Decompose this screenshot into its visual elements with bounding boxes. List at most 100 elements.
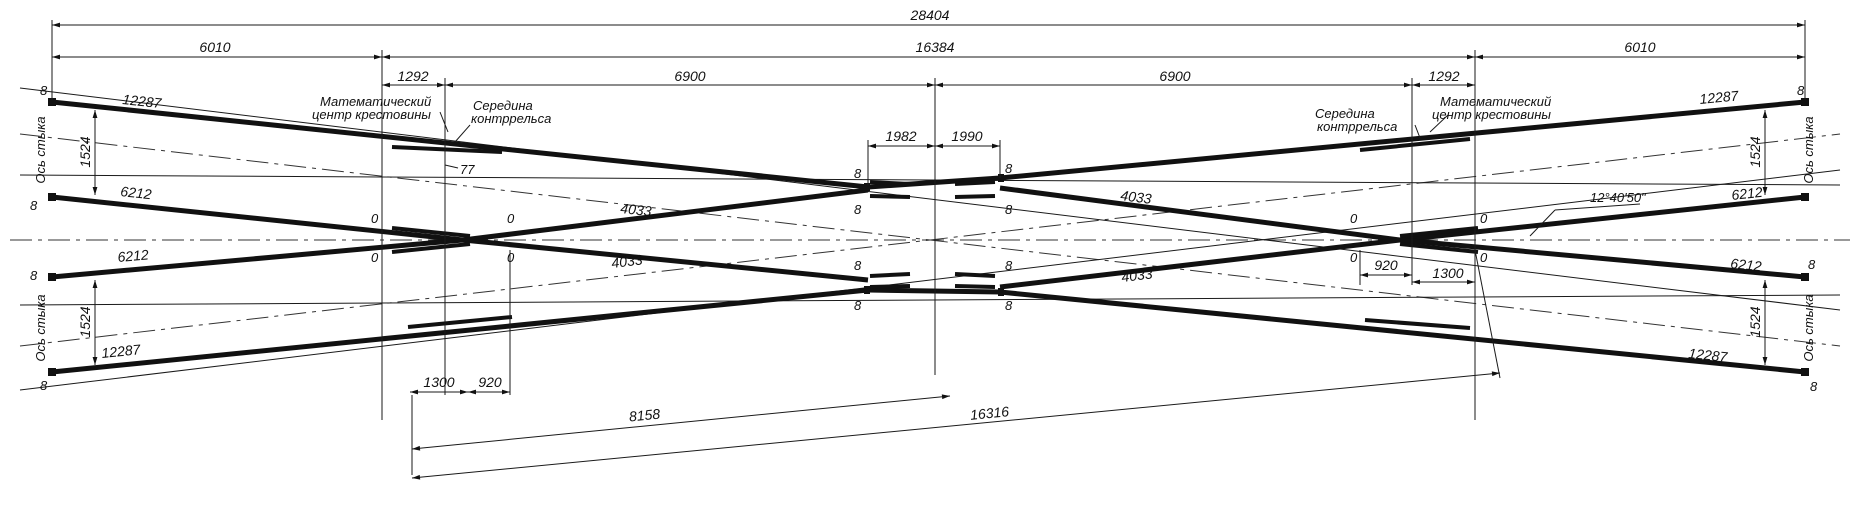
len-inner-upper-left: 4033 bbox=[620, 200, 653, 219]
joint-marker bbox=[1801, 98, 1809, 106]
guard-rail-top-right bbox=[1359, 137, 1471, 152]
guard-rail-top-left bbox=[391, 145, 503, 154]
rails bbox=[51, 99, 1806, 375]
ext-right-bottom bbox=[1474, 249, 1501, 379]
track-axis-d bbox=[19, 169, 1841, 391]
dim-gauge-tl: 1524 bbox=[77, 136, 93, 167]
rail-bottom-left-short bbox=[51, 237, 464, 280]
notes: Математический центр крестовины Середина… bbox=[33, 94, 1816, 362]
joint-marker bbox=[48, 98, 56, 106]
center-guard-ll2 bbox=[869, 284, 911, 289]
note-math-center-right: Математический центр крестовины bbox=[1432, 94, 1555, 122]
guard-frog-right-b bbox=[1399, 242, 1479, 254]
len-top-right-short: 6212 bbox=[1731, 184, 1764, 203]
mark-joint: 8 bbox=[30, 268, 38, 283]
rail-bottom-right-long bbox=[999, 289, 1806, 375]
guard-rail-bottom-right bbox=[1364, 318, 1471, 330]
rail-top-right-short bbox=[1399, 194, 1806, 243]
mark-zero: 0 bbox=[371, 211, 379, 226]
mark-joint: 8 bbox=[854, 298, 862, 313]
mark-zero: 0 bbox=[1480, 211, 1488, 226]
leader-guard-mid-left bbox=[454, 124, 471, 143]
mark-zero: 0 bbox=[507, 211, 515, 226]
mark-zero: 0 bbox=[1480, 250, 1488, 265]
dim-end-right: 6010 bbox=[1624, 39, 1655, 55]
mark-joint: 8 bbox=[854, 166, 862, 181]
angle-leader-shelf bbox=[1554, 203, 1641, 211]
center-guard-ul2 bbox=[869, 194, 911, 199]
note-math-center-right-line1: Математический bbox=[1440, 94, 1551, 109]
dim-frog-a-right: 1300 bbox=[1432, 265, 1463, 281]
note-joint-axis-br: Ось стыка bbox=[1801, 294, 1816, 361]
rail-bottom-left-long bbox=[51, 287, 869, 375]
dim-inner-right: 1990 bbox=[951, 128, 982, 144]
track-axis-a bbox=[19, 87, 1841, 311]
dim-gauge-tr: 1524 bbox=[1747, 136, 1763, 167]
mark-joint: 8 bbox=[1810, 379, 1818, 394]
dim-inner-left: 1982 bbox=[885, 128, 916, 144]
center-guard-ul bbox=[869, 180, 911, 186]
note-angle: 12°40'50" bbox=[1590, 190, 1647, 205]
note-math-center-left-line1: Математический bbox=[320, 94, 431, 109]
mark-joint: 8 bbox=[1005, 161, 1013, 176]
rail-length-labels: 12287 12287 6212 6212 6212 6212 12287 12… bbox=[101, 87, 1764, 365]
center-guard-ur bbox=[954, 180, 996, 186]
rail-top-left-short bbox=[51, 194, 464, 243]
mark-joint: 8 bbox=[854, 258, 862, 273]
joint-marker bbox=[998, 288, 1004, 296]
mark-joint: 8 bbox=[30, 198, 38, 213]
dimension-labels: 28404 6010 16384 6010 1292 6900 6900 129… bbox=[77, 7, 1763, 425]
rail-right-inner-lower bbox=[999, 237, 1401, 290]
dim-end-left: 6010 bbox=[199, 39, 230, 55]
rail-top-left-long bbox=[51, 99, 869, 190]
dim-line-diag-full bbox=[411, 371, 1501, 480]
center-guard-lr bbox=[954, 272, 996, 278]
center-upper-rail bbox=[867, 175, 1001, 190]
len-bottom-right-short: 6212 bbox=[1730, 255, 1763, 274]
len-inner-lower-right: 4033 bbox=[1120, 265, 1153, 285]
guard-frog-left-b bbox=[391, 242, 471, 254]
guard-rails bbox=[391, 137, 1479, 330]
len-bottom-left-short: 6212 bbox=[117, 246, 150, 265]
len-inner-upper-right: 4033 bbox=[1120, 187, 1153, 207]
len-inner-lower-left: 4033 bbox=[610, 251, 643, 271]
track-axis-c bbox=[19, 294, 1841, 306]
dim-offset-left: 1292 bbox=[397, 68, 428, 84]
extension-lines bbox=[51, 20, 1806, 475]
joint-marker bbox=[864, 286, 870, 294]
dim-frog-b-right: 920 bbox=[1374, 257, 1398, 273]
guard-frog-left-a bbox=[391, 226, 471, 238]
rail-joints bbox=[48, 98, 1809, 376]
len-bottom-right-long: 12287 bbox=[1688, 345, 1730, 365]
track-axis-b bbox=[19, 174, 1841, 186]
note-joint-axis-bl: Ось стыка bbox=[33, 294, 48, 361]
joint-marker bbox=[48, 368, 56, 376]
joint-marker bbox=[48, 273, 56, 281]
rail-right-inner-upper bbox=[999, 185, 1401, 243]
rail-left-inner-upper bbox=[462, 187, 869, 243]
joint-marker bbox=[998, 174, 1004, 182]
note-leaders bbox=[439, 111, 1449, 143]
mark-joint: 8 bbox=[1005, 258, 1013, 273]
len-top-right-long: 12287 bbox=[1699, 87, 1740, 107]
note-guard-mid-left-line2: контррельса bbox=[471, 111, 551, 126]
mark-zero: 0 bbox=[1350, 211, 1358, 226]
note-math-center-left: Математический центр крестовины bbox=[312, 94, 435, 122]
dim-diag-half: 8158 bbox=[628, 406, 661, 425]
dim-center: 16384 bbox=[916, 39, 955, 55]
joint-marker bbox=[1801, 273, 1809, 281]
dim-small-offset: 77 bbox=[460, 162, 475, 177]
note-guard-mid-right-line1: Середина bbox=[1315, 106, 1375, 121]
center-guard-ur2 bbox=[954, 194, 996, 199]
note-joint-axis-tr: Ось стыка bbox=[1801, 116, 1816, 183]
dim-diag-full: 16316 bbox=[969, 403, 1009, 423]
joint-marker bbox=[1801, 193, 1809, 201]
dim-frog-a-left: 1300 bbox=[423, 374, 454, 390]
mark-joint: 8 bbox=[40, 83, 48, 98]
dim-overall: 28404 bbox=[910, 7, 950, 23]
axis-lines bbox=[10, 87, 1850, 391]
leader-math-center-right bbox=[1429, 114, 1449, 133]
center-guard-lr2 bbox=[954, 284, 996, 289]
dim-gauge-bl: 1524 bbox=[77, 306, 93, 337]
